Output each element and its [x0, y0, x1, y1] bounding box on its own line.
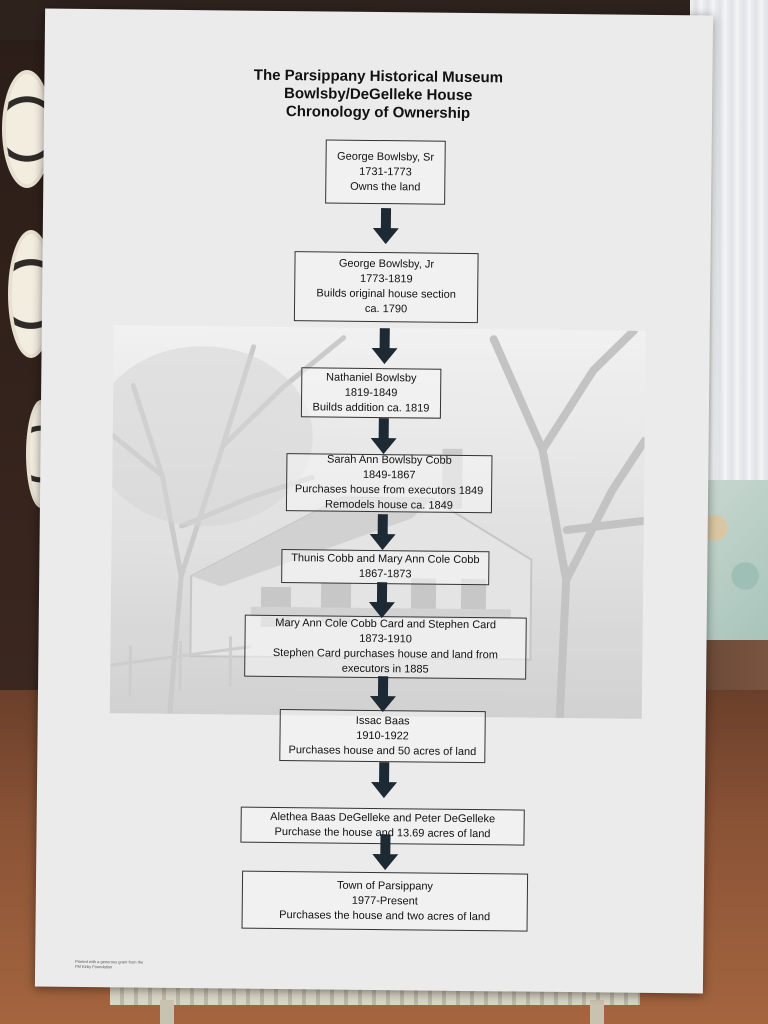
down-arrow-icon [369, 676, 396, 713]
owner-note: Remodels house ca. 1849 [324, 498, 453, 512]
owner-name: George Bowlsby, Sr [337, 150, 435, 164]
down-arrow-icon [370, 418, 397, 455]
owner-box-9: Town of Parsippany 1977-Present Purchase… [241, 870, 529, 932]
down-arrow-icon [372, 834, 399, 871]
owner-box-6: Mary Ann Cole Cobb Card and Stephen Card… [244, 614, 527, 680]
owner-years: 1819-1849 [344, 386, 398, 399]
down-arrow-icon [372, 208, 399, 245]
owner-note: Purchases house and 50 acres of land [288, 743, 477, 758]
chronology-poster: The Parsippany Historical Museum Bowlsby… [34, 8, 714, 994]
down-arrow-icon [369, 514, 396, 551]
owner-years: 1731-1773 [359, 165, 412, 178]
down-arrow-icon [368, 582, 395, 619]
down-arrow-icon [371, 328, 398, 365]
owner-years: 1867-1873 [358, 567, 412, 581]
owner-box-7: Issac Baas 1910-1922 Purchases house and… [279, 709, 486, 764]
owner-note: Owns the land [350, 180, 421, 193]
owner-box-4: Sarah Ann Bowlsby Cobb 1849-1867 Purchas… [285, 453, 493, 514]
owner-note: Purchases the house and two acres of lan… [279, 908, 491, 923]
grant-credit: Printed with a generous grant from the F… [75, 958, 144, 970]
owner-name: Nathaniel Bowlsby [325, 370, 417, 384]
owner-note: ca. 1790 [364, 302, 408, 316]
owner-box-1: George Bowlsby, Sr 1731-1773 Owns the la… [325, 139, 446, 205]
down-arrow-icon [371, 762, 398, 799]
owner-box-3: Nathaniel Bowlsby 1819-1849 Builds addit… [300, 367, 442, 419]
owner-box-5: Thunis Cobb and Mary Ann Cole Cobb 1867-… [281, 549, 490, 586]
easel-leg [160, 1000, 174, 1024]
owner-box-2: George Bowlsby, Jr 1773-1819 Builds orig… [293, 251, 479, 324]
easel-leg [590, 1000, 604, 1024]
owner-note: Builds addition ca. 1819 [312, 400, 430, 415]
